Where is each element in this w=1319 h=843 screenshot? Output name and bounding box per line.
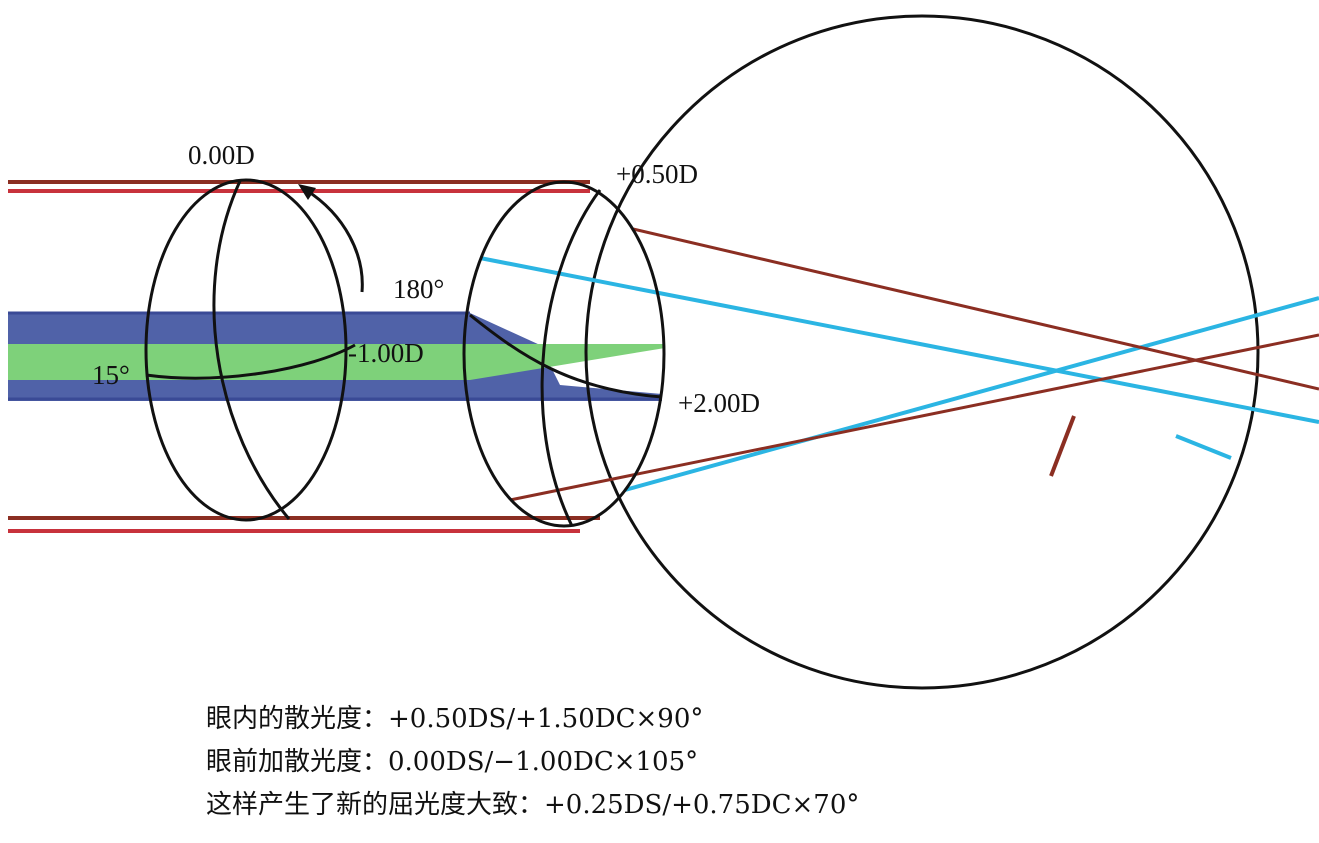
caption-line-2: 眼前加散光度：0.00DS/−1.00DC×105° [206,747,699,777]
front-lens-horizontal-meridian [145,343,356,380]
incident-rays [8,180,600,533]
rotation-arrow [305,188,364,293]
eye-lens-outline [462,180,666,528]
refracted-rays [479,227,1319,502]
label-eye-lens-horizontal: +2.00D [678,388,760,418]
green-beam [8,344,665,380]
cyan-ray-lower [624,296,1319,492]
caption-line-3: 这样产生了新的屈光度大致：+0.25DS/+0.75DC×70° [206,790,860,820]
label-eye-lens-axis: 180° [393,274,444,304]
cyan-ray-upper [479,256,1319,424]
front-lens-vertical-meridian [212,180,291,520]
front-lens [144,178,364,522]
eye-lens-vertical-meridian [540,189,602,527]
eyeball-outline [584,14,1260,690]
focal-line-brown [1049,415,1076,477]
rotation-arrowhead [298,184,316,200]
label-eye-lens-vertical: +0.50D [616,159,698,189]
astigmatism-diagram: 0.00D -1.00D 15° +0.50D +2.00D 180° [8,14,1319,690]
brown-ray-upper [632,227,1319,391]
eye-lens [462,180,666,528]
label-front-lens-horizontal: -1.00D [348,338,424,368]
focal-line-cyan [1175,434,1232,460]
label-front-lens-vertical: 0.00D [188,140,255,170]
caption-line-1: 眼内的散光度：+0.50DS/+1.50DC×90° [206,704,704,734]
eye-lens-horizontal-meridian [469,313,663,399]
label-front-lens-axis: 15° [92,360,130,390]
brown-ray-lower [509,333,1319,502]
